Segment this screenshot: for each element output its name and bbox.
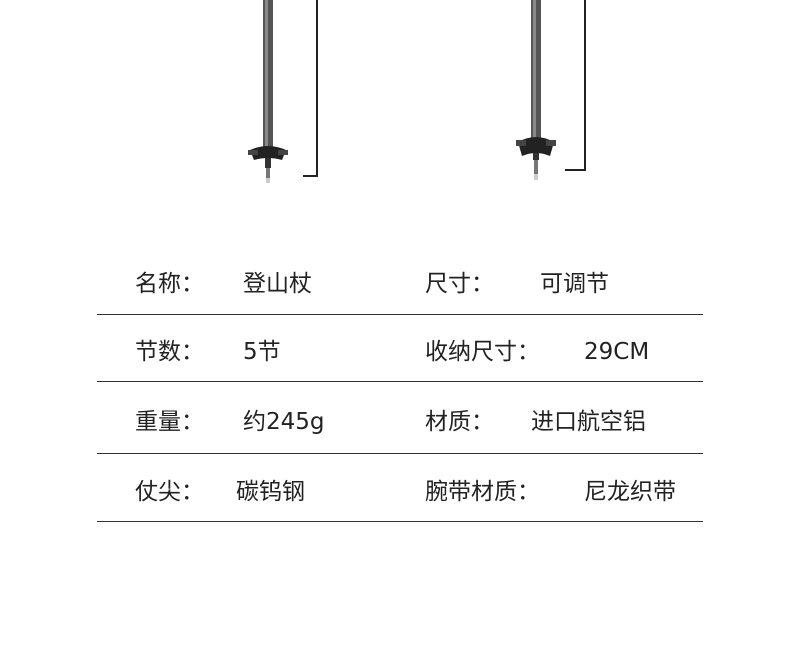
spec-label: 腕带材质： (425, 479, 540, 505)
spec-label: 尺寸： (425, 271, 494, 297)
spec-label: 收纳尺寸： (425, 339, 540, 365)
spec-label: 仗尖： (135, 479, 204, 505)
trekking-poles-illustration (248, 0, 586, 183)
spec-row: 重量： 约245g 材质： 进口航空铝 (97, 382, 703, 454)
spec-value: 约245g (243, 409, 325, 435)
right-pole (516, 0, 556, 180)
spec-table: 名称： 登山杖 尺寸： 可调节 节数： 5节 收纳尺寸： 29CM 重量： 约2… (97, 250, 703, 522)
spec-value: 可调节 (540, 271, 609, 297)
spec-label: 名称： (135, 271, 204, 297)
spec-value: 5节 (243, 339, 281, 365)
spec-value: 进口航空铝 (531, 409, 646, 435)
spec-label: 材质： (425, 409, 494, 435)
spec-row: 名称： 登山杖 尺寸： 可调节 (97, 250, 703, 315)
spec-label: 重量： (135, 409, 204, 435)
spec-row: 仗尖： 碳钨钢 腕带材质： 尼龙织带 (97, 454, 703, 522)
spec-label: 节数： (135, 339, 204, 365)
spec-value: 碳钨钢 (236, 479, 305, 505)
right-length-bracket (565, 0, 586, 171)
spec-value: 尼龙织带 (584, 479, 676, 505)
left-length-bracket (303, 0, 318, 177)
spec-value: 29CM (584, 339, 650, 365)
spec-value: 登山杖 (243, 271, 312, 297)
left-pole (248, 0, 288, 183)
spec-row: 节数： 5节 收纳尺寸： 29CM (97, 315, 703, 382)
